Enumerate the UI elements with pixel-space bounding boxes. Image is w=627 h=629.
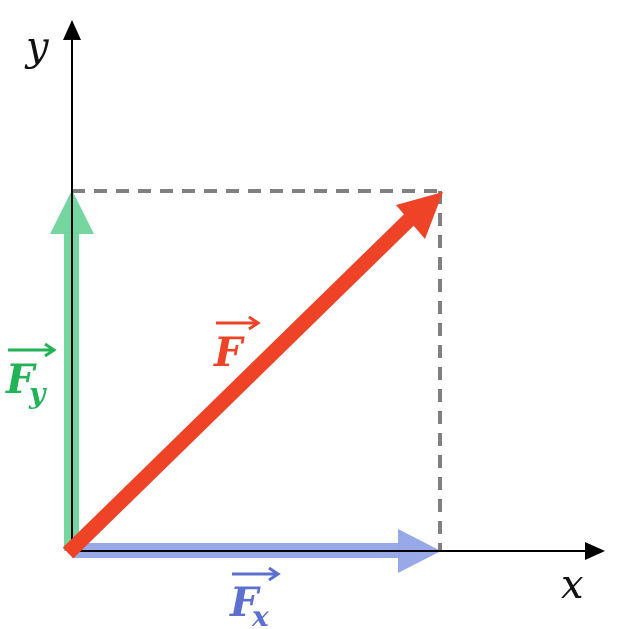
- x-axis: [68, 542, 605, 560]
- fx-label-subscript: x: [251, 600, 269, 629]
- fx-label: F x: [229, 566, 281, 629]
- y-axis-label: y: [24, 24, 50, 70]
- fy-label-symbol: F: [5, 356, 37, 403]
- fx-label-symbol: F: [229, 579, 261, 626]
- fy-label-subscript: y: [28, 377, 47, 410]
- f-label: F: [213, 315, 261, 376]
- f-resultant-arrow: [62, 192, 443, 559]
- y-axis: [63, 20, 81, 554]
- fy-label: F y: [5, 342, 57, 410]
- x-axis-label: x: [561, 562, 584, 608]
- f-label-symbol: F: [213, 329, 245, 376]
